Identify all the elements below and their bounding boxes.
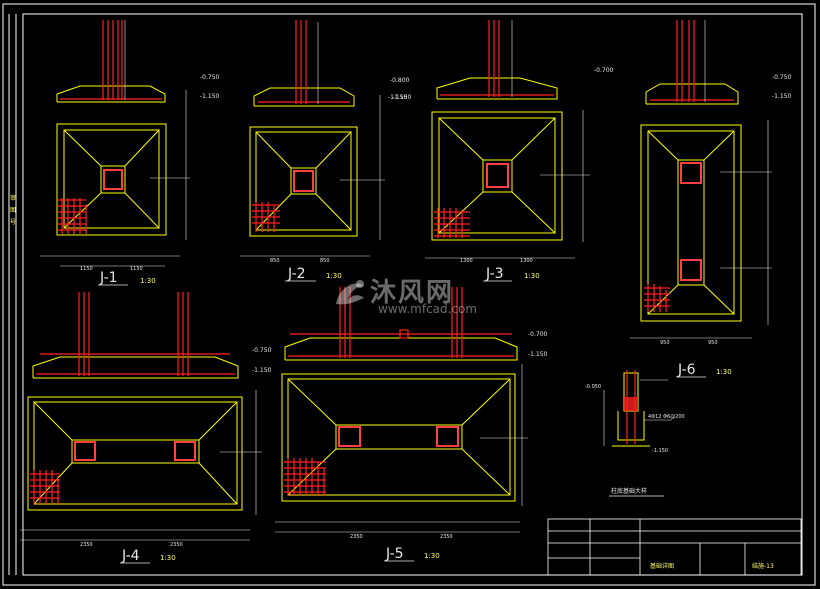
j3-dim-right: 1300 <box>520 258 533 264</box>
j1-scale: 1:30 <box>140 277 156 285</box>
footing-j3: 1300 1300 -0.800 -1.150 J-3 1:30 <box>388 20 590 282</box>
detail-title: 柱底基础大样 <box>611 487 647 495</box>
j2-dim-left: 850 <box>270 258 280 264</box>
j4-label: J-4 <box>121 548 140 564</box>
j5-elev-top: -0.700 <box>528 331 548 338</box>
j4-column-right <box>174 441 196 461</box>
j5-elev-bottom: -1.150 <box>528 351 548 358</box>
j6-elev-bottom: -1.150 <box>772 93 792 100</box>
j3-scale: 1:30 <box>524 272 540 280</box>
j6-dim-left: 950 <box>660 340 670 346</box>
j1-plan <box>56 123 167 236</box>
j1-dim-right: 1150 <box>130 266 143 272</box>
j3-elev-bottom: -1.150 <box>388 94 408 101</box>
j2-column <box>293 170 314 192</box>
j5-scale: 1:30 <box>424 552 440 560</box>
j5-label: J-5 <box>385 546 404 562</box>
j1-elev-top: -0.750 <box>200 74 220 81</box>
watermark: 沐风网 www.mfcad.com <box>330 272 510 322</box>
watermark-logo-icon <box>336 280 364 305</box>
j5-rebar-grid <box>284 458 326 496</box>
side-label-strip: 审 图 号 <box>10 194 16 226</box>
detail-elev: -1.150 <box>652 448 668 454</box>
j4-dim-left: 2350 <box>80 542 93 548</box>
j6-scale: 1:30 <box>716 368 732 376</box>
footing-j2: 850 850 -1.150 J-2 1:30 <box>240 20 412 282</box>
j1-dim-left: 1150 <box>80 266 93 272</box>
j3-rebar-grid <box>434 208 470 238</box>
watermark-brand: 沐风网 <box>370 278 455 308</box>
j5-dim-left: 2350 <box>350 534 363 540</box>
j6-column-top <box>680 162 702 184</box>
j4-elev-top: -0.750 <box>252 347 272 354</box>
j1-label: J-1 <box>99 270 118 286</box>
j6-elev-top: -0.750 <box>772 74 792 81</box>
footing-j1: 1150 1150 -0.750 -1.150 J-1 1:30 <box>40 20 220 286</box>
j2-scale: 1:30 <box>326 272 342 280</box>
j2-dim-right: 850 <box>320 258 330 264</box>
j1-section-rebar <box>60 20 162 100</box>
j3-dim-left: 1300 <box>460 258 473 264</box>
title-drawing-no: 结施-13 <box>752 562 774 570</box>
j2-elev-bottom: -1.150 <box>392 94 412 101</box>
j5-column-right <box>436 426 459 447</box>
j6-elev-top-left: -0.700 <box>594 67 614 74</box>
j3-column <box>486 163 509 188</box>
column-base-detail: -0.050 4Φ12 Φ6@200 -1.150 柱底基础大样 <box>585 370 685 497</box>
j3-label: J-3 <box>485 266 504 282</box>
j4-rebar-grid <box>30 470 60 504</box>
side-label-3: 号 <box>10 219 16 226</box>
j4-elev-bottom: -1.150 <box>252 367 272 374</box>
side-label-1: 审 <box>10 194 16 202</box>
j2-label: J-2 <box>287 266 306 282</box>
j6-label: J-6 <box>677 362 696 378</box>
watermark-url: www.mfcad.com <box>378 302 478 316</box>
j5-column-left <box>338 426 361 447</box>
j6-dim-right: 950 <box>708 340 718 346</box>
side-label-2: 图 <box>10 207 16 214</box>
footing-j4: 2350 2350 -0.750 -1.150 J-4 1:30 <box>20 292 272 564</box>
j4-dim-right: 2350 <box>170 542 183 548</box>
j1-section <box>56 85 166 103</box>
j6-rebar-grid <box>644 284 670 312</box>
title-drawing-name: 基础详图 <box>650 562 674 570</box>
j4-column-left <box>74 441 96 461</box>
drawing-frame <box>2 3 816 586</box>
j5-dim-right: 2350 <box>440 534 453 540</box>
j1-rebar-grid <box>58 198 87 234</box>
j3-elev-top: -0.800 <box>390 77 410 84</box>
j1-elev-bottom: -1.150 <box>200 93 220 100</box>
j4-scale: 1:30 <box>160 554 176 562</box>
title-block <box>547 518 802 576</box>
footing-j6: 950 950 -0.700 -0.750 -1.150 J-6 1:30 <box>594 20 792 378</box>
detail-elev-top: -0.050 <box>585 384 601 390</box>
j6-column-bottom <box>680 259 702 281</box>
j2-rebar-grid <box>252 202 280 232</box>
detail-note: 4Φ12 Φ6@200 <box>648 414 685 420</box>
footing-j5: 2350 2350 -0.700 -1.150 J-5 1:30 <box>275 287 548 562</box>
j1-column <box>103 169 123 190</box>
